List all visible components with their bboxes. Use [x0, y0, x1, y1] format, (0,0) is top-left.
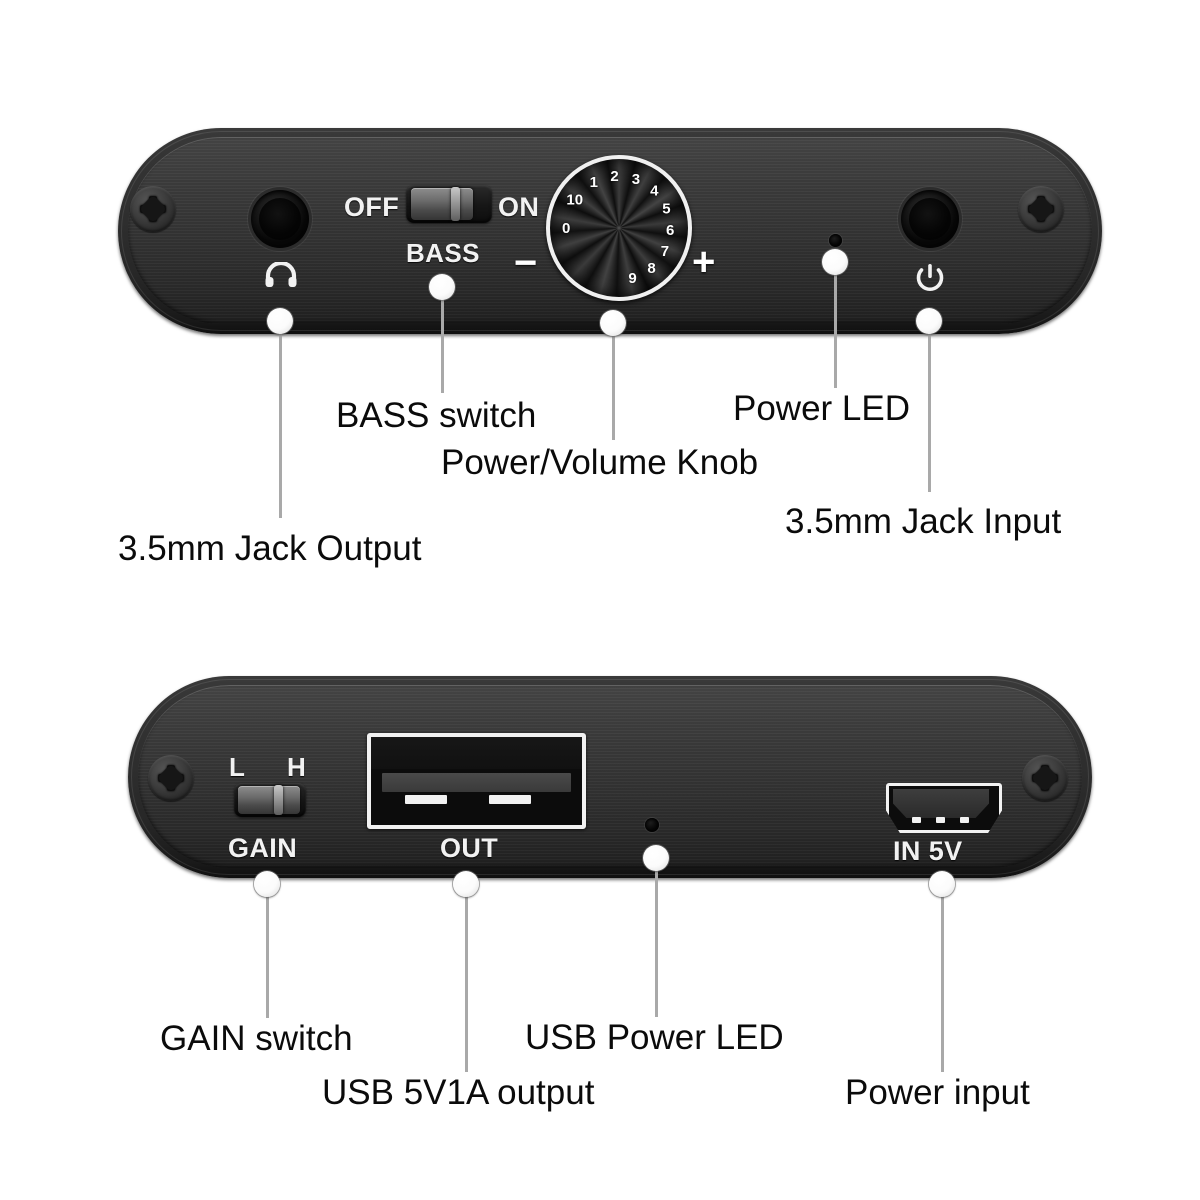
gain-switch-lever — [237, 785, 300, 815]
screw-rear-left-cross — [148, 755, 194, 801]
knob-num: 7 — [660, 242, 670, 260]
knob-num: 9 — [628, 269, 637, 287]
bass-switch[interactable] — [406, 185, 492, 223]
power-input-port[interactable] — [886, 783, 1002, 833]
callout-label-usb-power-led: USB Power LED — [525, 1018, 784, 1057]
callout-label-usb-output: USB 5V1A output — [322, 1073, 595, 1112]
screw-cross-icon — [156, 763, 186, 793]
power-icon — [913, 262, 947, 292]
callout-label-bass-switch: BASS switch — [336, 396, 537, 435]
knob-num: 10 — [566, 191, 584, 209]
knob-num: 6 — [665, 221, 675, 239]
leader-volume-knob — [612, 328, 615, 440]
usb-tongue — [381, 773, 572, 793]
knob-num: 1 — [589, 174, 598, 192]
screw-cross-icon — [1026, 194, 1056, 224]
power-led — [829, 234, 842, 247]
callout-dot-power-input[interactable] — [929, 871, 955, 897]
bass-switch-nub — [450, 187, 460, 221]
screw-cross-icon — [138, 194, 168, 224]
callout-dot-jack-input[interactable] — [916, 308, 942, 334]
rear-panel-device — [128, 676, 1092, 878]
volume-plus-sign: + — [692, 240, 716, 284]
knob-num: 4 — [650, 182, 659, 200]
callout-dot-usb-power-led[interactable] — [643, 845, 669, 871]
volume-knob-scale: 0 10 1 2 3 4 5 6 7 8 9 — [550, 159, 688, 297]
usb-power-led — [645, 818, 659, 832]
callout-dot-gain-switch[interactable] — [254, 871, 280, 897]
usb-top-shade — [371, 737, 582, 769]
gain-switch-nub — [274, 785, 284, 815]
knob-num: 2 — [610, 168, 619, 186]
leader-usb-output — [465, 890, 468, 1072]
callout-label-power-led: Power LED — [733, 389, 911, 428]
jack-output-hole — [259, 198, 301, 240]
power-input-inner — [893, 789, 989, 818]
leader-gain-switch — [266, 890, 269, 1018]
leader-bass-switch — [441, 295, 444, 393]
callout-label-volume-knob: Power/Volume Knob — [441, 443, 759, 482]
bass-switch-lever — [411, 188, 474, 220]
usb-pin — [489, 795, 532, 805]
gain-switch[interactable] — [234, 783, 306, 817]
knob-num: 8 — [647, 259, 656, 277]
leader-usb-power-led — [655, 865, 658, 1017]
power-input-pin — [960, 817, 969, 823]
power-input-pin — [912, 817, 921, 823]
leader-jack-input — [928, 330, 931, 492]
callout-dot-jack-output[interactable] — [267, 308, 293, 334]
usb-pin — [404, 795, 447, 805]
screw-front-left — [130, 186, 176, 232]
callout-label-jack-input: 3.5mm Jack Input — [785, 502, 1062, 541]
screw-front-right — [1018, 186, 1064, 232]
callout-label-power-input: Power input — [845, 1073, 1030, 1112]
knob-num: 3 — [631, 171, 641, 189]
label-bass: BASS — [406, 238, 480, 268]
label-gain: GAIN — [228, 833, 298, 863]
callout-dot-power-led[interactable] — [822, 249, 848, 275]
jack-input-port[interactable] — [901, 190, 959, 248]
jack-input-hole — [909, 198, 951, 240]
power-input-pin — [936, 817, 945, 823]
usb-output-port[interactable] — [367, 733, 586, 829]
label-gain-low: L — [229, 752, 246, 782]
headphone-icon — [263, 260, 299, 288]
label-gain-high: H — [287, 752, 307, 782]
callout-dot-volume-knob[interactable] — [600, 310, 626, 336]
jack-output-port[interactable] — [251, 190, 309, 248]
screw-cross-icon — [1030, 763, 1060, 793]
volume-knob[interactable]: 0 10 1 2 3 4 5 6 7 8 9 — [546, 155, 692, 301]
label-out: OUT — [440, 833, 499, 863]
knob-center — [616, 225, 622, 231]
knob-num: 0 — [562, 220, 571, 237]
screw-rear-right — [1022, 755, 1068, 801]
label-on: ON — [498, 192, 540, 222]
leader-jack-output — [279, 330, 282, 518]
label-in-5v: IN 5V — [893, 836, 963, 866]
volume-minus-sign: − — [514, 241, 538, 285]
leader-power-led — [834, 270, 837, 388]
leader-power-input — [941, 890, 944, 1072]
callout-label-jack-output: 3.5mm Jack Output — [118, 529, 422, 568]
knob-num: 5 — [662, 200, 671, 218]
rear-panel-face — [138, 685, 1082, 868]
callout-label-gain-switch: GAIN switch — [160, 1019, 353, 1058]
label-off: OFF — [344, 192, 400, 222]
callout-dot-usb-output[interactable] — [453, 871, 479, 897]
callout-dot-bass-switch[interactable] — [429, 274, 455, 300]
